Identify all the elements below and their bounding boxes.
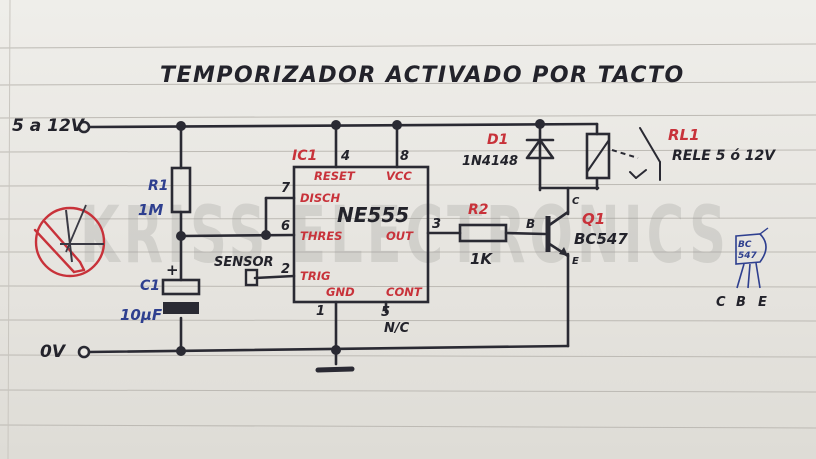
q1-transistor — [545, 210, 570, 258]
pin-label-disch: DISCH — [300, 191, 341, 205]
nc-label: N/C — [384, 321, 410, 336]
pin-num-1: 1 — [316, 304, 325, 319]
pin-num-7: 7 — [281, 181, 291, 196]
r1-value: 1M — [138, 201, 163, 219]
pin-num-8: 8 — [400, 149, 409, 164]
pin-num-5: 5 — [381, 305, 390, 320]
wiring — [86, 122, 600, 373]
relay-contact — [611, 127, 661, 181]
margin-line — [7, 0, 11, 459]
ground-terminal — [77, 345, 91, 359]
c1-capacitor — [161, 278, 201, 314]
ruled-lines — [0, 43, 816, 429]
supply-label: 5 a 12V — [12, 116, 86, 136]
junction-dots — [176, 119, 545, 356]
c1-plus: + — [166, 261, 179, 279]
q1-pin-e: E — [572, 256, 579, 267]
r2-value: 1K — [470, 250, 493, 268]
ic-body — [292, 165, 430, 304]
ground-label: 0V — [40, 342, 67, 362]
pin-label-trig: TRIG — [300, 269, 330, 283]
relay-ref: RL1 — [668, 126, 700, 144]
pin-label-cont: CONT — [386, 285, 423, 299]
pin-label-out: OUT — [386, 229, 414, 243]
c1-ref: C1 — [140, 278, 160, 294]
relay-value: RELE 5 ó 12V — [672, 148, 776, 164]
pin-num-4: 4 — [340, 149, 350, 164]
pin-label-vcc: VCC — [386, 169, 412, 183]
pin-label-gnd: GND — [326, 285, 355, 299]
d1-ref: D1 — [487, 132, 508, 148]
sensor-label: SENSOR — [214, 255, 274, 270]
d1-diode — [525, 138, 555, 160]
q1-pin-c: C — [572, 196, 580, 207]
r1-ref: R1 — [148, 178, 169, 194]
touch-symbol — [33, 204, 106, 278]
pin-num-3: 3 — [432, 217, 441, 232]
pin-num-6: 6 — [281, 219, 290, 234]
pinout-line2: 547 — [738, 251, 758, 261]
pinout-line1: BC — [738, 240, 752, 250]
r2-resistor — [458, 223, 508, 243]
ic-name: NE555 — [337, 203, 409, 227]
sensor-pad — [244, 268, 259, 287]
r1-resistor — [170, 166, 192, 214]
title: TEMPORIZADOR ACTIVADO POR TACTO — [160, 63, 685, 88]
relay-coil — [585, 132, 611, 180]
d1-value: 1N4148 — [462, 154, 518, 169]
c1-value: 10µF — [120, 306, 163, 324]
ic-ref: IC1 — [292, 148, 317, 164]
r2-ref: R2 — [468, 202, 489, 218]
pinout-pin-c: C — [716, 295, 726, 310]
q1-pin-b: B — [526, 217, 535, 231]
transistor-pinout — [735, 227, 769, 289]
q1-ref: Q1 — [582, 210, 605, 228]
q1-value: BC547 — [574, 230, 628, 248]
pin-num-2: 2 — [281, 262, 290, 277]
vplus-terminal — [77, 120, 91, 134]
pinout-pin-e: E — [758, 295, 767, 310]
pin-label-thres: THRES — [300, 229, 342, 243]
pinout-pin-b: B — [736, 295, 746, 310]
pin-label-reset: RESET — [314, 169, 356, 183]
